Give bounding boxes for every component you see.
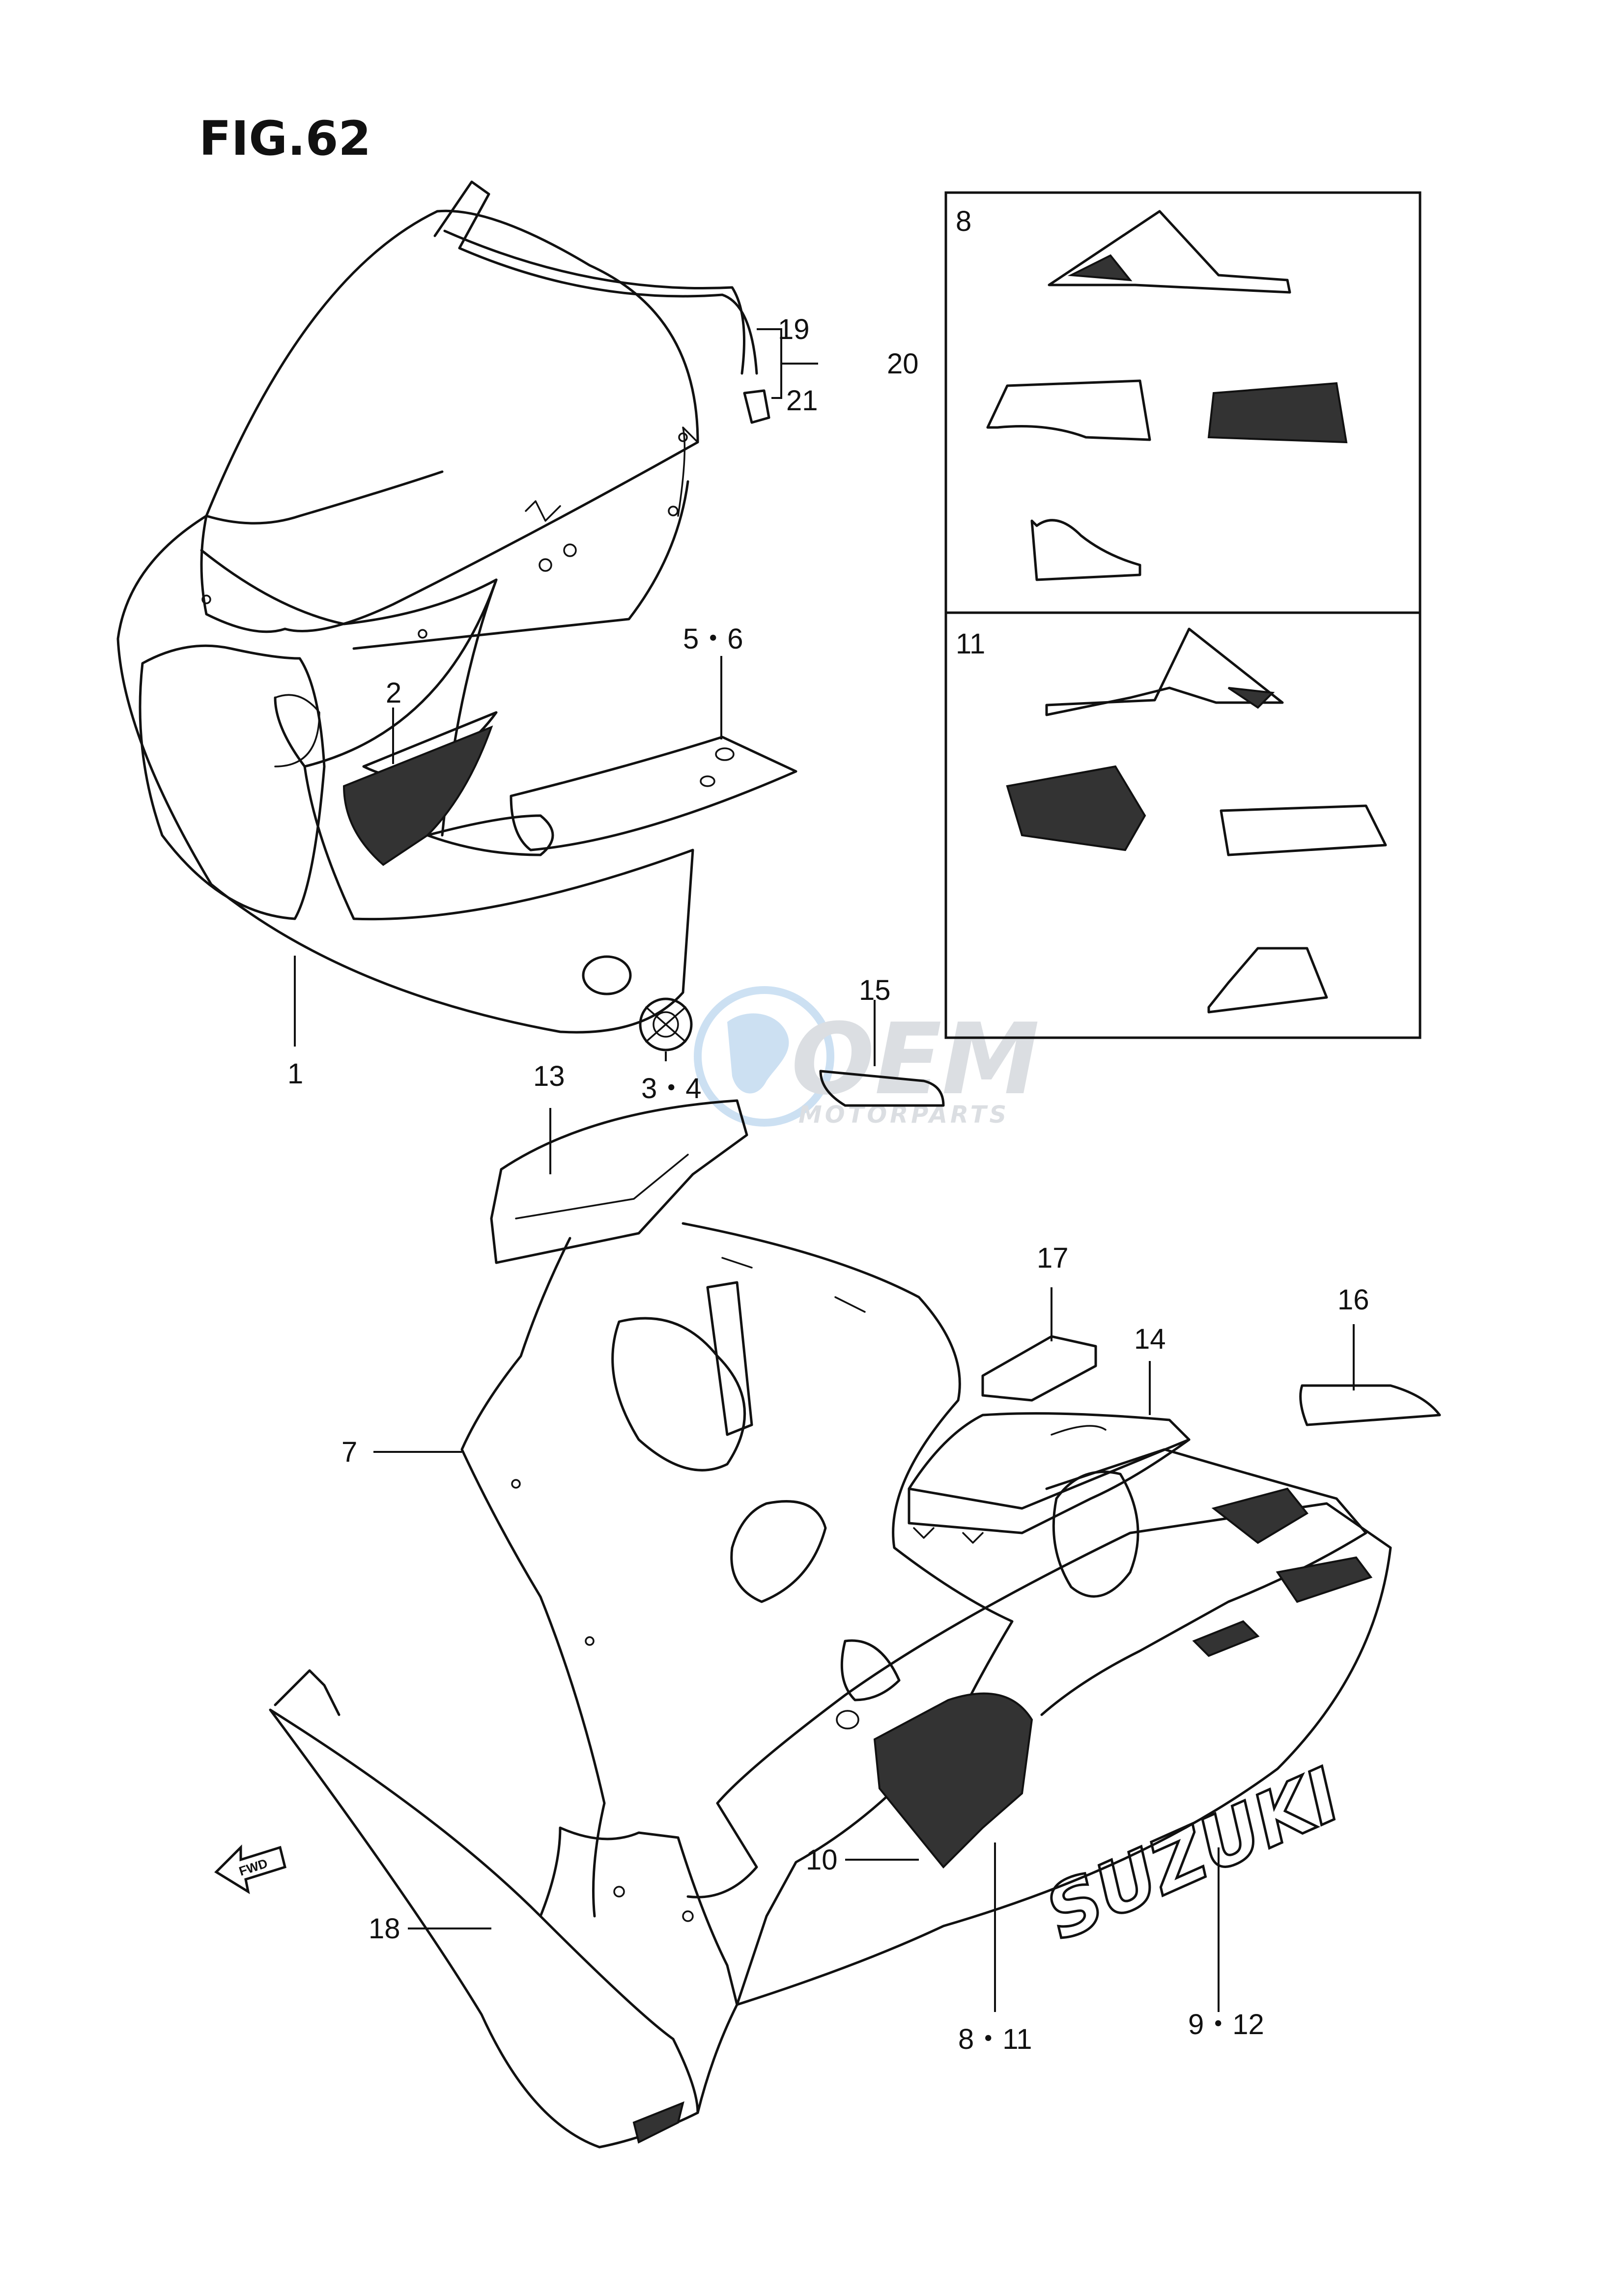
inset-label-top: 8: [956, 205, 971, 237]
globe-logo-icon: [694, 986, 834, 1127]
callout-16: 16: [1337, 1284, 1369, 1316]
decal-inset-box-bottom: 11: [944, 611, 1421, 1039]
cowl-decal: [342, 711, 498, 866]
inner-panel: [510, 736, 797, 851]
callout-17: 17: [1037, 1242, 1069, 1274]
callouts: 19 20 21 2 5・6 1 3・4 13 15 7 17 14 16 10…: [287, 313, 1369, 2055]
fwd-arrow-icon: FWD: [214, 1844, 286, 1895]
callout-7: 7: [341, 1436, 357, 1468]
leader-lines: [294, 328, 1355, 2012]
callout-8-11: 8・11: [958, 2023, 1032, 2055]
lower-cowling: [460, 1222, 1392, 2006]
callout-3-4: 3・4: [641, 1073, 702, 1105]
grommet: [639, 997, 693, 1051]
watermark: OEM MOTORPARTS: [694, 986, 1040, 1129]
brand-decal: SUZUKI: [1034, 1753, 1353, 1957]
callout-9-12: 9・12: [1188, 2009, 1264, 2041]
under-cowl: [269, 1669, 739, 2149]
watermark-main: OEM: [791, 1002, 1040, 1117]
callout-1: 1: [287, 1058, 303, 1090]
decal-inset-box-top: 8: [944, 191, 1421, 614]
callout-19: 20: [887, 348, 919, 380]
upper-cowling: [116, 209, 699, 1034]
side-duct-cover: [490, 1099, 748, 1264]
callout-5-6: 5・6: [683, 623, 743, 655]
inset-label-bottom: 11: [956, 628, 985, 660]
callout-18: 18: [369, 1913, 400, 1945]
callout-20: 19: [778, 313, 810, 345]
callout-21: 21: [786, 385, 818, 417]
callout-10: 10: [806, 1844, 838, 1876]
callout-2: 2: [386, 677, 401, 709]
figure-title: FIG.62: [199, 111, 371, 166]
callout-15: 15: [859, 974, 891, 1006]
small-cover: [819, 1070, 945, 1107]
callout-13: 13: [533, 1060, 565, 1092]
windscreen-trim: [433, 180, 770, 424]
small-trim: [1299, 1384, 1441, 1426]
tank-side-cover: [908, 1412, 1191, 1544]
sponge-pad: [981, 1335, 1097, 1402]
callout-14: 14: [1134, 1323, 1166, 1355]
